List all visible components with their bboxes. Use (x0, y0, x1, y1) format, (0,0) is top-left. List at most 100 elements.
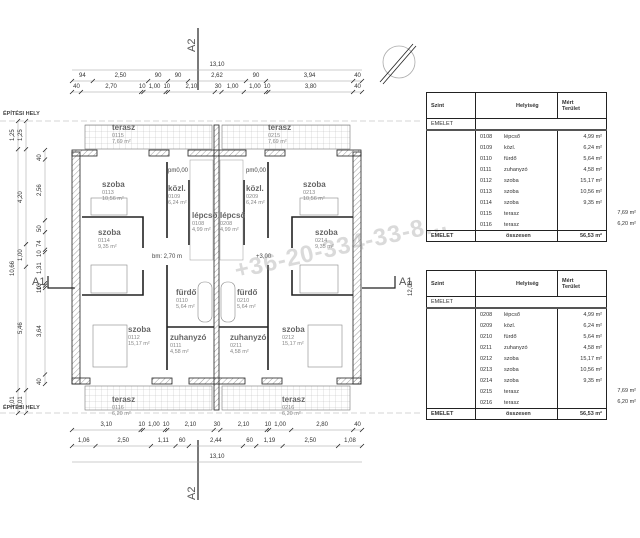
terrace-0216 (221, 385, 351, 411)
dimension-label: 3,64 (37, 325, 43, 338)
room-name: lépcső (504, 133, 520, 140)
room-code: 0114 (480, 199, 492, 206)
dimension-label: 1,00 (18, 249, 24, 262)
dimension-label: 5,46 (18, 322, 24, 335)
dimension-label: 1,00 (249, 84, 261, 90)
table-row: 0215 terasz (426, 386, 607, 397)
dimension-label: 1,00 (274, 422, 286, 428)
dimension-label: 2,10 (237, 422, 250, 428)
dimension-label: 1,06 (77, 438, 90, 444)
dimension-label: 3,80 (304, 84, 317, 90)
total-width-top: 13,10 (209, 62, 225, 68)
building-line-label-top: ÉPÍTÉSI HELY (3, 111, 40, 117)
room-area: 6,24 m² (557, 320, 607, 331)
room-code: 0115 (480, 210, 492, 217)
room-name: terasz (504, 210, 519, 217)
dimension-label: 2,70 (105, 84, 117, 90)
dimension-label: 90 (174, 73, 182, 79)
room-area: 10,56 m² (557, 364, 607, 375)
header-level: Szint (426, 92, 476, 119)
room-name: fürdő (504, 333, 517, 340)
room-code: 0108 (480, 133, 493, 140)
bathtub (220, 281, 236, 323)
bed (299, 197, 339, 216)
dimension-label: 10 (264, 422, 272, 428)
dimension-label: 74 (37, 240, 43, 247)
level-name: EMELET (426, 118, 476, 131)
room-area: 15,17 m² (557, 353, 607, 364)
terrace-area: 7,69 m² (617, 210, 636, 217)
room-name: fürdő (504, 155, 517, 162)
room-area: 6,24 m² (557, 142, 607, 153)
room-code: 0214 (480, 377, 493, 384)
room-code: 0215 (480, 388, 493, 395)
bed (92, 324, 128, 368)
room-area: 15,17 m² (557, 175, 607, 186)
total-level: EMELET (426, 408, 476, 420)
bed (299, 264, 339, 294)
terrace-0215 (221, 124, 351, 150)
dimension-label: 1,25 (18, 129, 24, 142)
room-name: szoba (504, 355, 519, 362)
dimension-label: 2,10 (185, 84, 198, 90)
dimension-label: 30 (213, 422, 221, 428)
room-area: 9,35 m² (557, 375, 607, 386)
dimension-label: 10 (37, 250, 43, 257)
total-label: összesen (475, 230, 558, 242)
room-name: közl. (504, 322, 516, 329)
room-name: szoba (504, 377, 519, 384)
north-arrow-icon (379, 43, 417, 85)
room-code: 0113 (480, 188, 492, 195)
dimension-label: 2,50 (117, 438, 130, 444)
dimension-label: 4,20 (18, 191, 24, 203)
room-name: terasz (504, 388, 519, 395)
dimension-label: 2,44 (210, 438, 222, 444)
elevation-pm0-right: pm0,00 (246, 168, 267, 174)
room-name: közl. (504, 144, 516, 151)
dimension-label: 2,50 (114, 73, 127, 79)
room-code: 0211 (480, 344, 492, 351)
total-area: 56,53 m² (557, 230, 607, 242)
room-name: szoba (504, 177, 519, 184)
building-line-label-bottom: ÉPÍTÉSI HELY (3, 405, 40, 411)
dimension-label: 40 (354, 84, 361, 90)
dimension-label: 90 (252, 73, 260, 79)
total-width-bottom: 13,10 (209, 454, 225, 460)
room-area (557, 208, 607, 219)
section-label-a2-bottom: A2 (186, 486, 198, 500)
dimension-label: 2,62 (211, 73, 223, 79)
dimension-label: 3,10 (100, 422, 113, 428)
dimension-label: 2,56 (37, 184, 43, 196)
header-room: Helyiség (475, 270, 558, 297)
dimension-label: 60 (246, 438, 253, 444)
section-label-a1-left: A1 (32, 276, 46, 288)
dimension-label: 1,00 (148, 84, 161, 90)
room-name: zuhanyzó (504, 344, 528, 351)
terrace-area: 7,69 m² (617, 388, 636, 395)
dimension-label: 10 (138, 84, 146, 90)
room-name: szoba (504, 199, 519, 206)
dimension-label: 10 (138, 422, 146, 428)
room-area (557, 397, 607, 409)
dimension-label: 1,00 (226, 84, 239, 90)
elevation-plus3: +3,00 (256, 254, 272, 260)
terrace-area: 6,20 m² (617, 221, 636, 228)
dimension-label: 90 (154, 73, 162, 79)
total-label: összesen (475, 408, 558, 420)
